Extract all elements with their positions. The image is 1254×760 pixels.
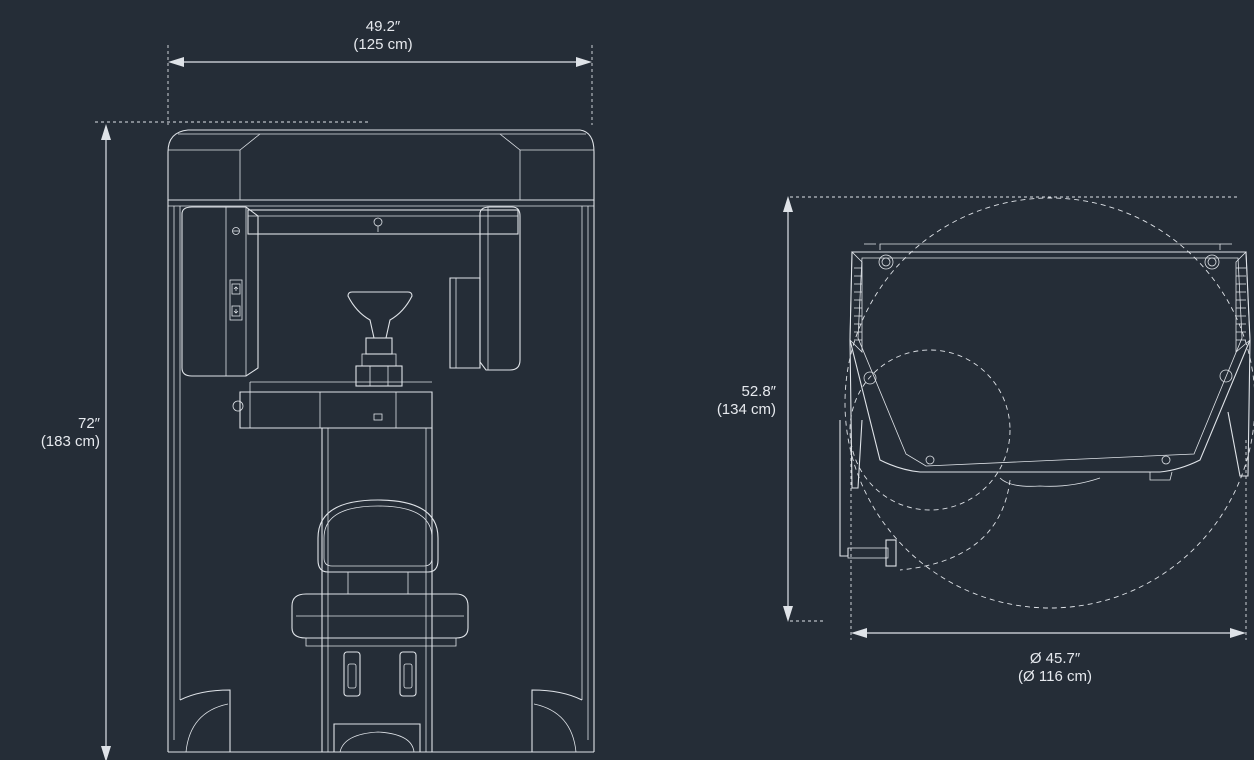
front-width-metric: (125 cm) (353, 36, 413, 53)
front-view-machine (167, 129, 595, 753)
top-depth-metric: (134 cm) (716, 401, 776, 418)
top-diameter-dimension (850, 440, 1247, 640)
top-diameter-imperial: Ø 45.7″ (1029, 650, 1081, 667)
front-height-imperial: 72″ (78, 415, 100, 432)
top-diameter-metric: (Ø 116 cm) (1018, 668, 1092, 685)
front-width-imperial: 49.2″ (365, 18, 401, 35)
top-depth-label: 52.8″ (134 cm) (696, 383, 776, 419)
front-height-label: 72″ (183 cm) (20, 415, 100, 451)
front-width-dimension (167, 45, 593, 125)
top-depth-dimension (783, 196, 1240, 622)
top-diameter-label: Ø 45.7″ (Ø 116 cm) (990, 650, 1120, 686)
front-height-metric: (183 cm) (40, 433, 100, 450)
front-height-dimension (95, 121, 370, 760)
front-width-label: 49.2″ (125 cm) (318, 18, 448, 54)
top-view-machine (839, 197, 1254, 609)
top-depth-imperial: 52.8″ (741, 383, 776, 400)
